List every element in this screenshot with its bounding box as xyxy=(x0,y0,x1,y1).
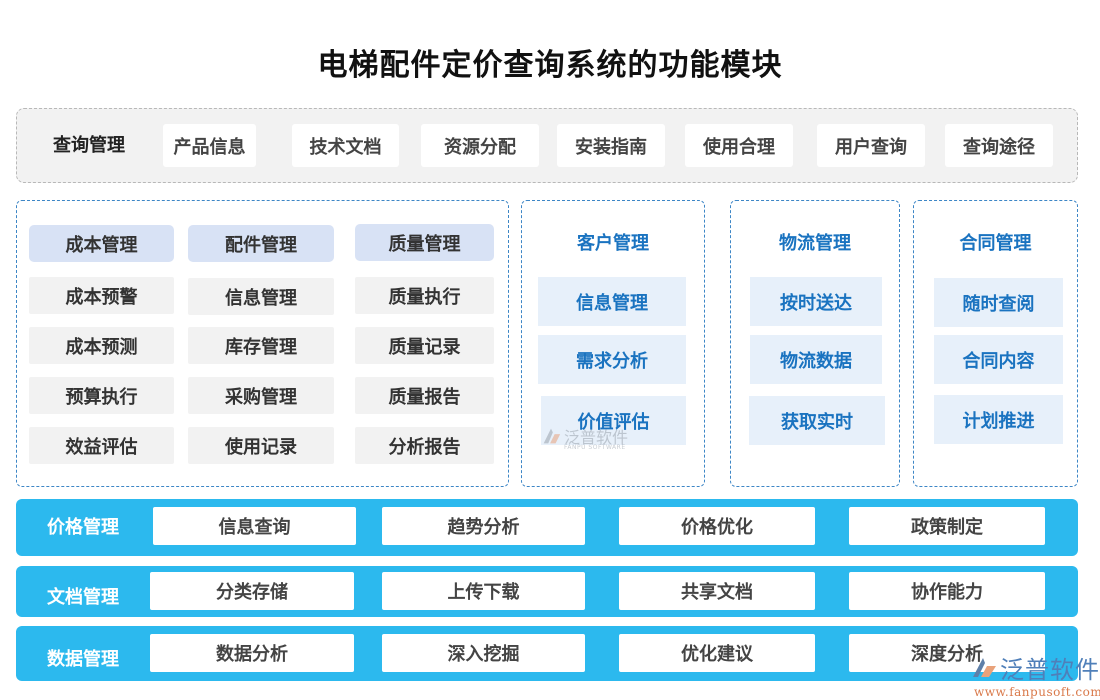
watermark-brand: 泛普软件 xyxy=(1000,656,1100,684)
grid-item[interactable]: 预算执行 xyxy=(29,377,174,414)
bar-item[interactable]: 价格优化 xyxy=(619,507,815,545)
grid-item[interactable]: 采购管理 xyxy=(188,377,334,414)
grid-item[interactable]: 成本预警 xyxy=(29,277,174,314)
panel-item[interactable]: 计划推进 xyxy=(934,395,1063,444)
panel-item[interactable]: 信息管理 xyxy=(538,277,686,326)
page-title: 电梯配件定价查询系统的功能模块 xyxy=(317,48,783,83)
bar-item[interactable]: 政策制定 xyxy=(849,507,1045,545)
query-item-product-info[interactable]: 产品信息 xyxy=(163,124,256,167)
data-management-bar: 数据管理 数据分析 深入挖掘 优化建议 深度分析 xyxy=(16,626,1078,681)
query-item-user-query[interactable]: 用户查询 xyxy=(817,124,925,167)
bar-item[interactable]: 趋势分析 xyxy=(382,507,585,545)
contract-management-panel: 合同管理 随时查阅 合同内容 计划推进 xyxy=(913,200,1078,487)
bar-item[interactable]: 深度分析 xyxy=(849,634,1045,672)
watermark-center: 泛普软件 FANPU SOFTWARE xyxy=(540,424,629,451)
watermark-url: www.fanpusoft.com xyxy=(974,685,1100,699)
price-management-bar: 价格管理 信息查询 趋势分析 价格优化 政策制定 xyxy=(16,499,1078,556)
query-item-tech-docs[interactable]: 技术文档 xyxy=(292,124,399,167)
panel-item[interactable]: 按时送达 xyxy=(750,277,882,326)
cost-management-header[interactable]: 成本管理 xyxy=(29,225,174,262)
watermark-brand-en: FANPU SOFTWARE xyxy=(564,444,626,451)
grid-item[interactable]: 效益评估 xyxy=(29,427,174,464)
panel-item[interactable]: 随时查阅 xyxy=(934,278,1063,327)
fanpu-logo-icon xyxy=(973,657,996,677)
panel-item[interactable]: 合同内容 xyxy=(934,335,1063,384)
panel-item[interactable]: 物流数据 xyxy=(750,335,882,384)
document-management-label: 文档管理 xyxy=(47,587,119,608)
data-management-label: 数据管理 xyxy=(47,649,119,670)
query-item-install-guide[interactable]: 安装指南 xyxy=(557,124,665,167)
document-management-bar: 文档管理 分类存储 上传下载 共享文档 协作能力 xyxy=(16,566,1078,617)
logistics-management-panel: 物流管理 按时送达 物流数据 获取实时 xyxy=(730,200,900,487)
logistics-management-title: 物流管理 xyxy=(779,233,851,254)
core-management-panel: 成本管理 成本预警 成本预测 预算执行 效益评估 配件管理 信息管理 库存管理 … xyxy=(16,200,509,487)
query-item-query-channel[interactable]: 查询途径 xyxy=(945,124,1053,167)
grid-item[interactable]: 质量执行 xyxy=(355,277,494,314)
bar-item[interactable]: 共享文档 xyxy=(619,572,815,610)
bar-item[interactable]: 深入挖掘 xyxy=(382,634,585,672)
grid-item[interactable]: 分析报告 xyxy=(355,427,494,464)
bar-item[interactable]: 优化建议 xyxy=(619,634,815,672)
bar-item[interactable]: 信息查询 xyxy=(153,507,356,545)
panel-item[interactable]: 获取实时 xyxy=(749,396,885,445)
grid-item[interactable]: 信息管理 xyxy=(188,278,334,315)
price-management-label: 价格管理 xyxy=(47,517,119,538)
bar-item[interactable]: 数据分析 xyxy=(150,634,354,672)
query-item-reasonable-use[interactable]: 使用合理 xyxy=(685,124,793,167)
quality-management-header[interactable]: 质量管理 xyxy=(355,224,494,261)
grid-item[interactable]: 质量报告 xyxy=(355,377,494,414)
grid-item[interactable]: 使用记录 xyxy=(188,427,334,464)
bar-item[interactable]: 上传下载 xyxy=(382,572,585,610)
parts-management-header[interactable]: 配件管理 xyxy=(188,225,334,262)
bar-item[interactable]: 协作能力 xyxy=(849,572,1045,610)
panel-item[interactable]: 需求分析 xyxy=(538,335,686,384)
grid-item[interactable]: 质量记录 xyxy=(355,327,494,364)
panel-item[interactable]: 价值评估 xyxy=(541,396,686,445)
query-management-band: 查询管理 产品信息 技术文档 资源分配 安装指南 使用合理 用户查询 查询途径 xyxy=(16,108,1078,183)
grid-item[interactable]: 库存管理 xyxy=(188,327,334,364)
query-item-resource-allocation[interactable]: 资源分配 xyxy=(421,124,539,167)
customer-management-panel: 客户管理 信息管理 需求分析 价值评估 xyxy=(521,200,705,487)
bar-item[interactable]: 分类存储 xyxy=(150,572,354,610)
fanpu-logo-icon xyxy=(543,428,561,444)
watermark-corner: 泛普软件 www.fanpusoft.com xyxy=(970,650,1100,699)
grid-item[interactable]: 成本预测 xyxy=(29,327,174,364)
query-management-label: 查询管理 xyxy=(53,135,125,156)
customer-management-title: 客户管理 xyxy=(577,233,649,254)
contract-management-title: 合同管理 xyxy=(959,233,1032,254)
watermark-brand: 泛普软件 xyxy=(564,428,629,447)
